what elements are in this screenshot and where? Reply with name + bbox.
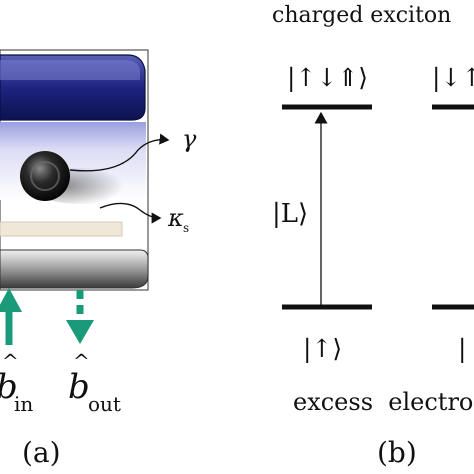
panel-b-bottom-label: excess electron [293,388,474,416]
top-mirror-highlight [0,60,140,80]
kappa-subscript: s [183,221,189,235]
output-arrow [66,290,94,344]
b-out-hat: ^ [73,349,90,373]
panel-b: charged exciton |↑↓⇑⟩ |↓↑ |L⟩ |↑⟩ | exce… [272,3,474,469]
gamma-arrow [69,133,170,172]
panel-b-label: (b) [377,436,417,469]
quantum-dot [20,151,70,201]
panel-a: γ κ s b ^ in b ^ out (a) [0,49,197,469]
side-layer [0,221,123,237]
gamma-label: γ [182,125,197,153]
panel-b-title: charged exciton [272,3,451,28]
quantum-dot-ring [30,161,60,191]
b-in-subscript: in [14,392,33,416]
panel-a-label: (a) [22,436,61,469]
lower-state-right: | [458,334,466,364]
b-in-hat: ^ [2,349,19,373]
lower-state-left: |↑⟩ [303,334,342,364]
kappa-arrow [99,202,162,224]
upper-state-left: |↑↓⇑⟩ [287,63,368,93]
b-in-label: b [0,367,18,407]
upper-state-right: |↓↑ [432,63,474,93]
transition-label: |L⟩ [272,199,308,229]
bottom-mirror [0,249,149,289]
input-arrow [0,288,22,345]
b-out-subscript: out [88,392,121,416]
kappa-label: κ [167,204,184,232]
b-out-label: b [68,367,90,407]
